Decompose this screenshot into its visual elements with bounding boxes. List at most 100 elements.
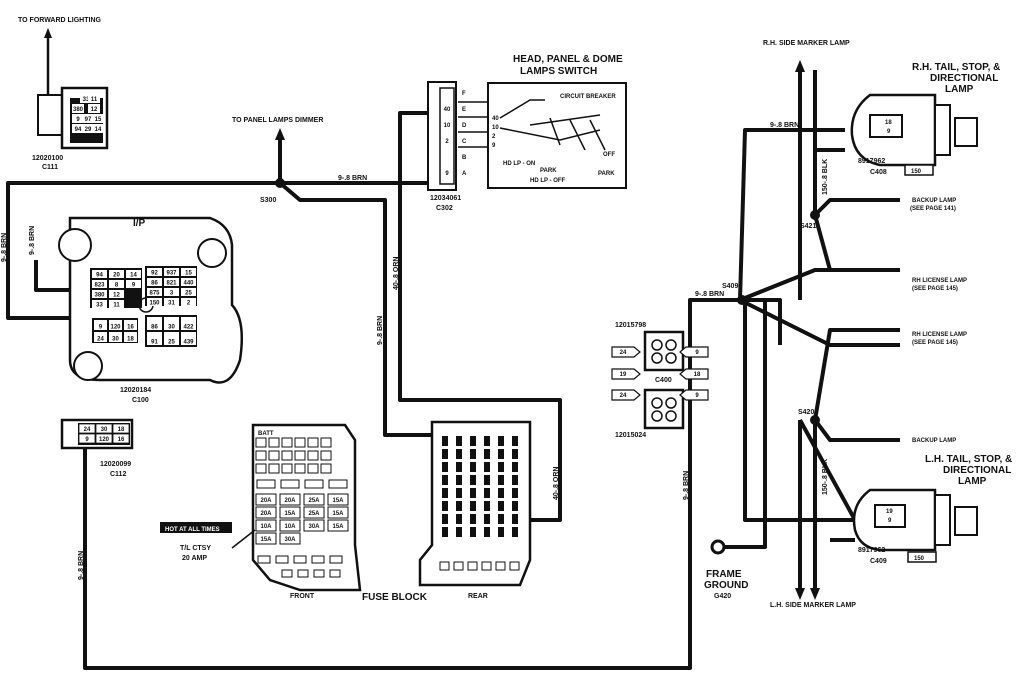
- c400-part-top: 12015798: [615, 322, 646, 329]
- ip-pin: 86: [151, 325, 158, 331]
- ip-pin: 821: [166, 281, 177, 287]
- c112-pin: 18: [118, 427, 125, 433]
- lh-title-2: DIRECTIONAL: [943, 465, 1011, 476]
- c112-part-number: 12020099: [100, 461, 131, 468]
- ip-pin: 30: [112, 337, 119, 343]
- wire-label-blk-1: 150-.8 BLK: [822, 159, 829, 195]
- ip-pin: 16: [127, 325, 134, 331]
- headlamp-switch: [427, 81, 627, 191]
- c112-pin: 120: [99, 437, 110, 443]
- c111-pin: 380: [73, 107, 84, 113]
- fuse-block-rear: [418, 420, 532, 587]
- rh-license-label-2: RH LICENSE LAMP: [912, 332, 967, 338]
- switch-title-1: HEAD, PANEL & DOME: [513, 54, 623, 65]
- rh-ground-wire: 150: [911, 169, 922, 175]
- splice-s409-dot: [737, 295, 747, 305]
- ip-pin: 9: [132, 283, 136, 289]
- forward-lighting-label: TO FORWARD LIGHTING: [18, 17, 102, 24]
- hd-lp-on-label: HD LP - ON: [503, 161, 535, 167]
- frame-ground-id: G420: [714, 593, 731, 600]
- ip-pin: 439: [183, 340, 194, 346]
- c400-part-bottom: 12015024: [615, 432, 646, 439]
- switch-terminal-label: B: [462, 155, 467, 161]
- lh-title-3: LAMP: [958, 476, 987, 487]
- wire-label-brn-4: 9-.8 BRN: [377, 316, 384, 345]
- lh-pin-2: 9: [888, 518, 892, 524]
- hot-at-all-times-box: [160, 522, 232, 533]
- hd-lp-off-label: HD LP - OFF: [530, 178, 566, 184]
- ip-pin: 30: [168, 325, 175, 331]
- fuse-block-title: FUSE BLOCK: [362, 592, 428, 603]
- fuse-rating: 10A: [260, 524, 272, 530]
- switch-wire-number: 9: [492, 143, 496, 149]
- wire-label-orn-1: 40-.8 ORN: [393, 257, 400, 290]
- splice-s409-label: S409: [722, 283, 738, 290]
- splice-s420-dot: [810, 415, 820, 425]
- ip-pin: 94: [96, 273, 103, 279]
- rh-backup-page: (SEE PAGE 141): [910, 206, 956, 212]
- splice-points: [275, 178, 820, 425]
- ip-pin: 9: [99, 325, 103, 331]
- switch-connector-id: C302: [436, 205, 453, 212]
- c112-pin: 9: [85, 437, 89, 443]
- rh-pin-2: 9: [887, 129, 891, 135]
- switch-wire-number: 40: [492, 116, 499, 122]
- frame-ground-title-1: FRAME: [706, 569, 742, 580]
- c111-pin: 15: [95, 117, 102, 123]
- off-label: OFF: [603, 152, 615, 158]
- circuit-breaker-label: CIRCUIT BREAKER: [560, 94, 616, 100]
- rh-title-3: LAMP: [945, 84, 974, 95]
- rh-license-page-2: (SEE PAGE 145): [912, 340, 958, 346]
- ip-pin: 25: [185, 291, 192, 297]
- switch-wire-number: 2: [492, 134, 496, 140]
- splice-s421-label: S421: [800, 223, 816, 230]
- fuse-rating: 20A: [260, 511, 272, 517]
- switch-terminal-number: 10: [444, 123, 451, 129]
- wire-label-brn-1: 9-.8 BRN: [338, 175, 367, 182]
- rh-license-page-1: (SEE PAGE 145): [912, 286, 958, 292]
- c111-pin: 33: [83, 97, 90, 103]
- c400-connector-id: C400: [655, 377, 672, 384]
- c400-pin: 24: [620, 393, 627, 399]
- ip-pin: 25: [168, 340, 175, 346]
- c111-part-number: 12020100: [32, 155, 63, 162]
- switch-part-number: 12034061: [430, 195, 461, 202]
- fuse-rating: 10A: [284, 524, 296, 530]
- ip-connector-id: C100: [132, 397, 149, 404]
- ip-pin: 33: [96, 303, 103, 309]
- batt-label: BATT: [258, 431, 274, 437]
- fuse-rating: 25A: [308, 498, 320, 504]
- ip-pin: 2: [187, 301, 191, 307]
- fuse-front-label: FRONT: [290, 593, 315, 600]
- c400-pin: 18: [694, 372, 701, 378]
- c111-connector-id: C111: [42, 164, 58, 171]
- ip-pin: 31: [168, 301, 175, 307]
- c111-pin: 11: [91, 97, 98, 103]
- ip-pin: 91: [151, 340, 158, 346]
- c400-pin: 24: [620, 350, 627, 356]
- rh-title-1: R.H. TAIL, STOP, &: [912, 62, 1000, 73]
- fuse-rating: 25A: [308, 511, 320, 517]
- ip-pin: 86: [151, 281, 158, 287]
- fuse-rating: 15A: [332, 524, 344, 530]
- fuse-rating: 15A: [332, 511, 344, 517]
- panel-dimmer-label: TO PANEL LAMPS DIMMER: [232, 117, 323, 124]
- ip-pin: 18: [127, 337, 134, 343]
- c112-pin: 16: [118, 437, 125, 443]
- switch-terminal-number: 9: [445, 171, 449, 177]
- fuse-rating: 30A: [308, 524, 320, 530]
- wire-label-orn-2: 40-.8 ORN: [553, 467, 560, 500]
- fuse-rating: 15A: [260, 537, 272, 543]
- wire-label-brn-5: 9-.8 BRN: [78, 551, 85, 580]
- lh-pin-1: 19: [886, 509, 893, 515]
- rh-pin-1: 18: [885, 120, 892, 126]
- ip-pin: 120: [110, 325, 121, 331]
- ip-part-number: 12020184: [120, 387, 151, 394]
- switch-terminal-label: F: [462, 91, 466, 97]
- ip-pin: 3: [170, 291, 174, 297]
- hot-at-all-times-label: HOT AT ALL TIMES: [165, 527, 220, 533]
- ip-pin: 440: [183, 281, 194, 287]
